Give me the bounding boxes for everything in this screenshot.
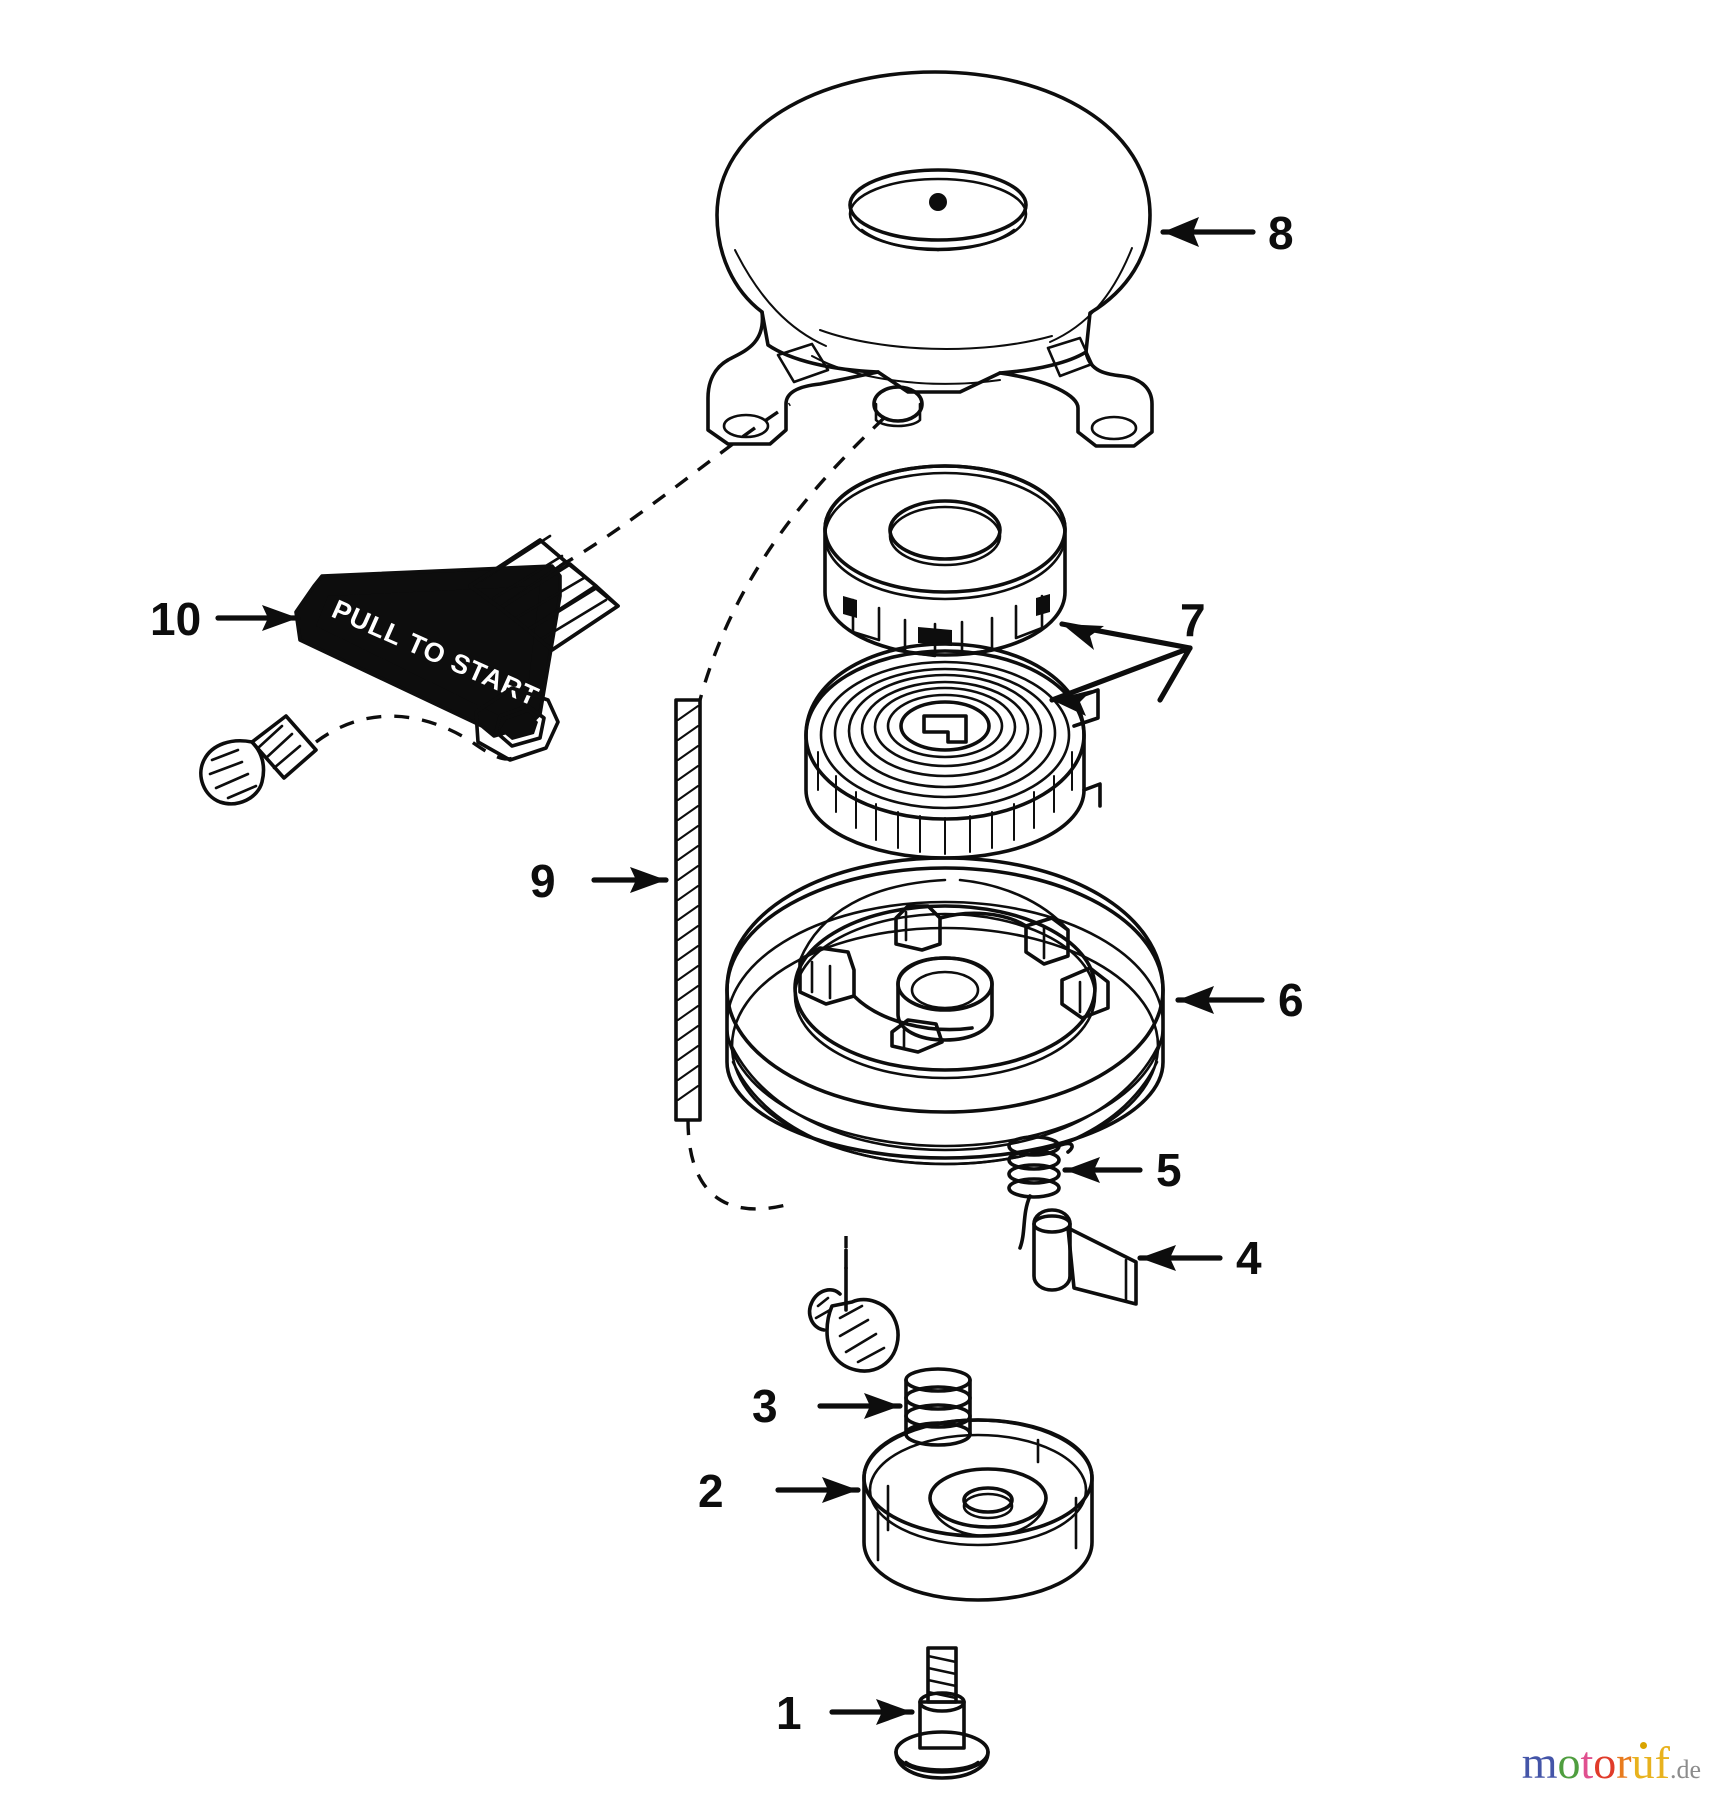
watermark-letter-r: r bbox=[1616, 1737, 1632, 1788]
callout-6-label: 6 bbox=[1278, 974, 1304, 1026]
callout-10: 10 bbox=[150, 593, 301, 645]
part-recoil-spiral-spring: 7 bbox=[804, 594, 1206, 860]
part-rope-pulley: 6 bbox=[725, 856, 1304, 1166]
guide-housing-to-rope bbox=[698, 416, 886, 701]
pulley-rope-knot-detail bbox=[807, 1248, 900, 1373]
callout-7-label: 7 bbox=[1180, 594, 1206, 646]
part-recoil-spring-keeper bbox=[823, 464, 1067, 658]
watermark-accent-dot bbox=[1640, 1742, 1647, 1749]
guide-handle-to-housing bbox=[559, 402, 791, 568]
pulley-drive-lugs bbox=[798, 878, 1110, 1054]
handle-rope-socket bbox=[474, 686, 560, 762]
part-starter-handle: PULL TO START 10 bbox=[150, 534, 620, 762]
callout-3-label: 3 bbox=[752, 1380, 778, 1432]
watermark-letter-u: u bbox=[1631, 1737, 1655, 1788]
watermark-suffix: .de bbox=[1669, 1755, 1701, 1784]
callout-5: 5 bbox=[1062, 1144, 1182, 1196]
callout-5-label: 5 bbox=[1156, 1144, 1182, 1196]
callout-1: 1 bbox=[776, 1687, 915, 1739]
watermark-letter-t: t bbox=[1580, 1737, 1594, 1788]
part-starter-housing: 8 bbox=[706, 70, 1294, 448]
guide-rope-to-pulley bbox=[686, 1119, 791, 1211]
callout-9-label: 9 bbox=[530, 855, 556, 907]
assembly-guide-lines bbox=[314, 402, 886, 1248]
part-compression-spring: 3 bbox=[752, 1367, 972, 1447]
callout-4-label: 4 bbox=[1236, 1232, 1262, 1284]
part-starter-dog-pawl: 4 bbox=[1032, 1208, 1262, 1306]
callout-9: 9 bbox=[530, 855, 669, 907]
guide-knot-to-handle-socket bbox=[314, 714, 522, 761]
callout-8: 8 bbox=[1160, 207, 1294, 259]
motoruf-watermark: motoruf.de bbox=[1522, 1740, 1701, 1786]
callout-2: 2 bbox=[698, 1465, 861, 1517]
callout-4: 4 bbox=[1137, 1232, 1262, 1284]
callout-1-label: 1 bbox=[776, 1687, 802, 1739]
rope-outlet-boss bbox=[872, 385, 924, 428]
callout-7: 7 bbox=[1049, 594, 1206, 716]
handle-grip-bar bbox=[294, 564, 562, 738]
part-dog-return-spring: 5 bbox=[1007, 1135, 1182, 1250]
callout-3: 3 bbox=[752, 1380, 903, 1432]
part-brake-retainer-cup: 2 bbox=[698, 1418, 1094, 1602]
callout-2-label: 2 bbox=[698, 1465, 724, 1517]
watermark-letter-f: f bbox=[1654, 1737, 1670, 1788]
handle-stem bbox=[468, 534, 620, 652]
watermark-letter-o2: o bbox=[1593, 1737, 1617, 1788]
callout-10-label: 10 bbox=[150, 593, 201, 645]
callout-6: 6 bbox=[1175, 974, 1304, 1026]
part-shoulder-screw: 1 bbox=[776, 1646, 990, 1780]
callout-8-label: 8 bbox=[1268, 207, 1294, 259]
watermark-letter-o1: o bbox=[1557, 1737, 1581, 1788]
rope-knotted-end bbox=[199, 714, 318, 806]
part-starter-rope: 9 bbox=[530, 698, 702, 1122]
watermark-letter-m: m bbox=[1521, 1737, 1558, 1788]
